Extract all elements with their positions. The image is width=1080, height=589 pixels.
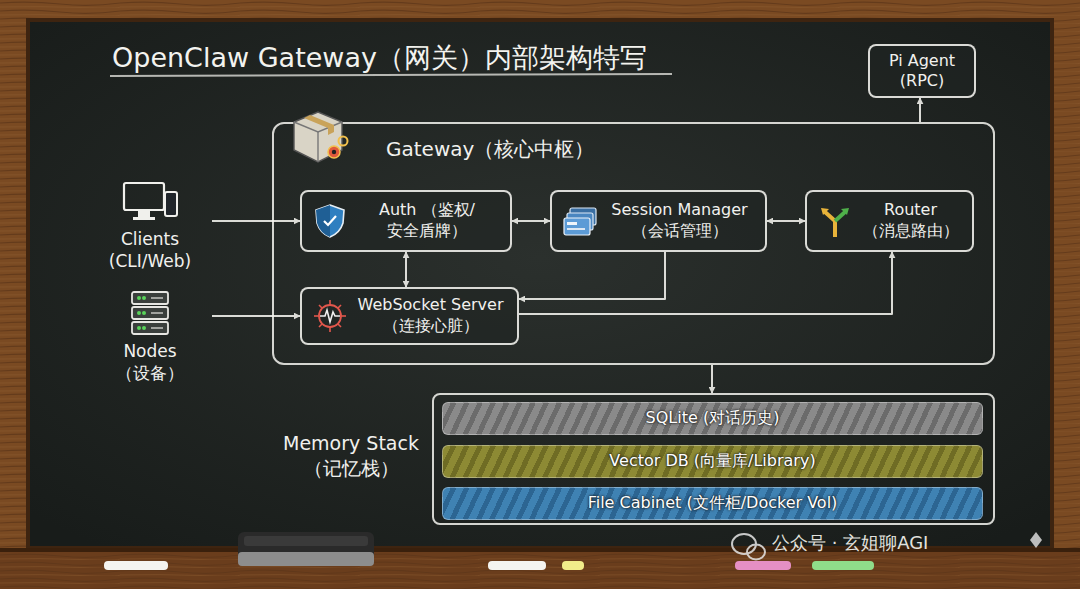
chalk-pink [735, 561, 791, 570]
eraser [238, 532, 374, 566]
chalk-green [812, 561, 874, 570]
connector-arrow [519, 252, 665, 299]
connector-arrow [919, 98, 921, 122]
tray-grain [0, 548, 1080, 589]
process-box: Session Manager （会话管理） [550, 190, 767, 252]
watermark: 公众号 · 玄姐聊AGI [772, 531, 928, 555]
connector-arrow [212, 220, 300, 222]
websocket-pulse-icon [311, 298, 349, 334]
wechat-icon [732, 534, 765, 560]
node-text: SQLite (对话历史) [638, 408, 788, 429]
node-text: Session Manager （会话管理） [602, 200, 757, 242]
node-text: Pi Agent (RPC) [870, 51, 974, 91]
endpoint-icon: Clients (CLI/Web) [92, 180, 208, 276]
storage-band: File Cabinet (文件柜/Docker Vol) [442, 487, 983, 520]
storage-band: Vector DB (向量库/Library) [442, 445, 983, 478]
shield-icon [311, 203, 349, 239]
node-text: Gateway（核心中枢） [386, 136, 594, 163]
server-icon [125, 290, 175, 336]
process-box: WebSocket Server （连接心脏） [300, 287, 519, 345]
board [30, 22, 1050, 546]
chalk-yellow [562, 561, 584, 570]
chalk-white [104, 561, 168, 570]
frame-inner [26, 18, 1054, 550]
node-text: WebSocket Server （连接心脏） [352, 295, 509, 337]
session-cards-icon [561, 203, 599, 239]
sparkle [1030, 532, 1042, 548]
agent-box: Pi Agent (RPC) [868, 44, 976, 98]
process-box: Router （消息路由） [805, 190, 974, 252]
endpoint-icon: Nodes （设备） [92, 290, 208, 386]
router-arrows-icon [816, 203, 854, 239]
node-text: Nodes （设备） [92, 340, 208, 384]
node-text: Router （消息路由） [857, 200, 964, 242]
node-text: Auth （鉴权/安全盾牌） [352, 200, 502, 242]
gateway-group: Gateway（核心中枢） Auth （鉴权/安全盾牌） Session Manag… [272, 122, 995, 365]
connector-arrow [405, 252, 407, 287]
storage-band: SQLite (对话历史) [442, 402, 983, 435]
title-underline [110, 74, 672, 76]
node-text: Vector DB (向量库/Library) [601, 451, 823, 472]
process-box: Auth （鉴权/安全盾牌） [300, 190, 512, 252]
connector-arrow [512, 220, 550, 222]
connector-arrow [212, 315, 300, 317]
chalk-white [488, 561, 546, 570]
connector-arrow [711, 365, 713, 393]
gateway-box-icon [288, 104, 352, 168]
memory-stack: Memory Stack （记忆栈） SQLite (对话历史) Vector DB… [280, 393, 995, 525]
clients-icon [121, 180, 179, 224]
node-text: File Cabinet (文件柜/Docker Vol) [580, 493, 846, 514]
connector-arrow [519, 252, 892, 314]
node-text: Clients (CLI/Web) [92, 228, 208, 272]
node-text: Memory Stack （记忆栈） [280, 431, 422, 480]
chalk-tray [0, 548, 1080, 589]
connector-arrow [767, 220, 805, 222]
diagram-title: OpenClaw Gateway（网关）内部架构特写 [112, 40, 647, 76]
